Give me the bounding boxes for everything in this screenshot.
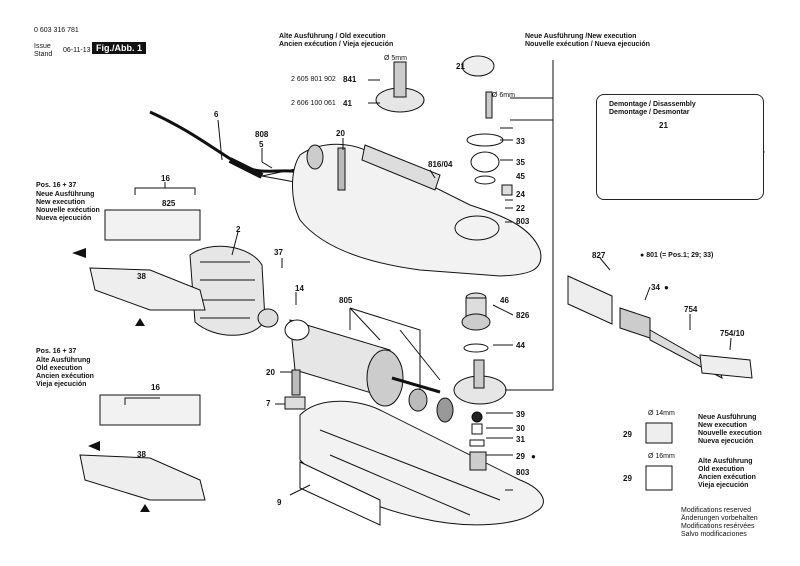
- issue-date: 06-11-13: [63, 47, 91, 54]
- callout-38: 39: [516, 410, 525, 419]
- old-exec-top-line2: Ancien exécution / Vieja ejecución: [279, 41, 394, 48]
- pos-new-l4: Nueva ejecución: [36, 215, 92, 222]
- disassembly-inset: Demontage / Disassembly Demontage / Desm…: [596, 94, 764, 200]
- callout-9: 9: [277, 498, 282, 507]
- legend-new-dia: Ø 14mm: [648, 410, 675, 417]
- callout-24: 24: [516, 190, 525, 199]
- bullet-33: ●: [664, 283, 669, 292]
- callout-31: 33: [516, 137, 525, 146]
- callout-46: 46: [500, 296, 509, 305]
- field-stator-drawing: [189, 245, 266, 336]
- callout-33: 34: [651, 283, 660, 292]
- callout-754-10: 754/10: [720, 329, 745, 338]
- callout-29-old: 29: [623, 474, 632, 483]
- bullet-29-center: ●: [531, 452, 536, 461]
- legend-old-l3: Ancien exécution: [698, 474, 756, 481]
- motor-housing-drawing: [292, 143, 542, 277]
- old-exec-part-b: 2 606 100 061: [291, 100, 336, 107]
- note-801: ● 801 (= Pos.1; 29; 33): [640, 252, 714, 259]
- callout-20-left: 20: [266, 368, 275, 377]
- pos-old-l3: Ancien exécution: [36, 373, 94, 380]
- callout-22: 22: [516, 204, 525, 213]
- new-exec-dia: Ø 6mm: [492, 92, 515, 99]
- footer-l3: Modifications resérvées: [681, 523, 755, 530]
- inset-part-number: 21: [659, 121, 668, 130]
- callout-30: 31: [516, 435, 525, 444]
- pos-old-l1: Alte Ausführung: [36, 357, 91, 364]
- gear-housing-drawing: [299, 400, 544, 526]
- legend-old-l4: Vieja ejecución: [698, 482, 749, 489]
- callout-754: 754: [684, 305, 698, 314]
- pos-new-title: Pos. 16 + 37: [36, 182, 77, 189]
- callout-816-04: 825: [162, 199, 176, 208]
- callout-45: 45: [516, 172, 525, 181]
- cable-drawing: [149, 110, 311, 177]
- callout-34: 35: [516, 158, 525, 167]
- stand-label: Stand: [34, 51, 53, 58]
- inset-title1: Demontage / Disassembly: [609, 101, 696, 108]
- callout-825: 826: [516, 311, 530, 320]
- pos-old-l2: Old execution: [36, 365, 83, 372]
- callout-41: 41: [343, 99, 352, 108]
- callout-7: 7: [266, 399, 271, 408]
- old-exec-part-a: 2 605 801 902: [291, 76, 336, 83]
- issue-label: Issue: [34, 43, 51, 50]
- pos-old-l4: Vieja ejecución: [36, 381, 87, 388]
- inset-title2: Demontage / Desmontar: [609, 109, 690, 116]
- callout-16-bottom: 16: [151, 383, 160, 392]
- figure-label: Fig./Abb. 1: [92, 42, 146, 54]
- callout-808: 816/04: [428, 160, 453, 169]
- callout-21-top: 21: [456, 62, 465, 71]
- legend-old-l2: Old execution: [698, 466, 745, 473]
- legend-new-l2: New execution: [698, 422, 748, 429]
- footer-l1: Modifications reserved: [681, 507, 752, 514]
- new-exec-top-line2: Nouvelle exécution / Nueva ejecución: [525, 41, 650, 48]
- callout-801-top: 803: [516, 217, 530, 226]
- callout-803: 805: [339, 296, 353, 305]
- legend-new-l3: Nouvelle execution: [698, 430, 762, 437]
- callout-29-new: 29: [623, 430, 632, 439]
- old-exec-top-line1: Alte Ausführung / Old execution: [279, 33, 386, 40]
- legend-new-l4: Nueva ejecución: [698, 438, 754, 445]
- callout-37-bottom: 38: [137, 450, 146, 459]
- callout-37-top: 38: [137, 272, 146, 281]
- callout-39: 30: [516, 424, 525, 433]
- callout-16-top: 16: [161, 174, 170, 183]
- callout-35: 37: [274, 248, 283, 257]
- callout-805: 808: [255, 130, 269, 139]
- legend-old-l1: Alte Ausführung: [698, 458, 753, 465]
- callout-14: 14: [295, 284, 304, 293]
- part-number: 0 603 316 781: [34, 27, 79, 34]
- callout-20-top: 20: [336, 129, 345, 138]
- old-exec-dia: Ø 5mm: [384, 55, 407, 62]
- pos-new-l2: New execution: [36, 199, 86, 206]
- pos-new-l1: Neue Ausführung: [36, 191, 95, 198]
- footer-l2: Änderungen vorbehalten: [681, 515, 758, 522]
- callout-2: 2: [236, 225, 241, 234]
- pos-new-l3: Nouvelle exécution: [36, 207, 100, 214]
- legend-old-dia: Ø 16mm: [648, 453, 675, 460]
- legend-new-l1: Neue Ausführung: [698, 414, 757, 421]
- callout-6: 6: [214, 110, 219, 119]
- callout-29-center: 29: [516, 452, 525, 461]
- callout-801-bottom: 803: [516, 468, 530, 477]
- callout-826: 827: [592, 251, 606, 260]
- callout-44: 44: [516, 341, 525, 350]
- callout-5: 5: [259, 140, 264, 149]
- new-exec-top-line1: Neue Ausführung /New execution: [525, 33, 637, 40]
- callout-827: 841: [343, 75, 357, 84]
- footer-l4: Salvo modificaciones: [681, 531, 747, 538]
- pos-old-title: Pos. 16 + 37: [36, 348, 77, 355]
